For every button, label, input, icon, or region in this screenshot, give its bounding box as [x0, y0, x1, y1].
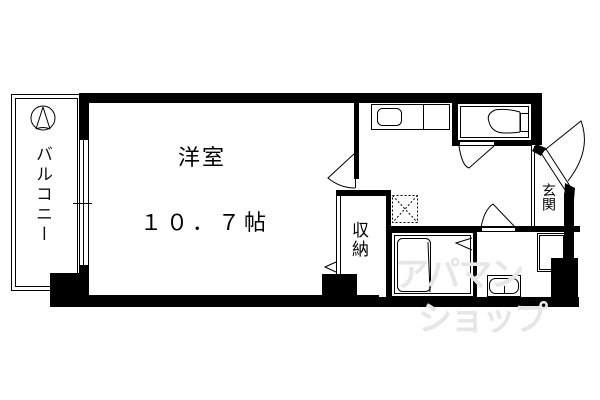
washing-machine-space: [392, 195, 418, 223]
watermark-line2: ショップ: [418, 299, 548, 339]
bathtub: [391, 232, 474, 297]
western-room-size: １０．７帖: [140, 211, 271, 236]
watermark-line1: アパマン: [395, 255, 524, 295]
kitchen-counter: [371, 104, 450, 130]
toilet: [457, 103, 532, 141]
balcony-window: [73, 140, 92, 265]
toilet-door: [458, 141, 495, 169]
balcony-label: バルコニー: [32, 145, 52, 245]
storage-label: 収納: [348, 221, 368, 259]
washroom-door: [480, 203, 516, 232]
entrance-door: [531, 120, 585, 226]
entrance-label: 玄関: [540, 183, 556, 211]
room-door: [327, 152, 356, 189]
north-arrow-icon: [30, 105, 56, 131]
storage-closet: [323, 196, 341, 274]
refrigerator-space: [537, 233, 566, 272]
washbasin: [487, 275, 521, 297]
western-room-label: 洋室: [178, 146, 227, 171]
